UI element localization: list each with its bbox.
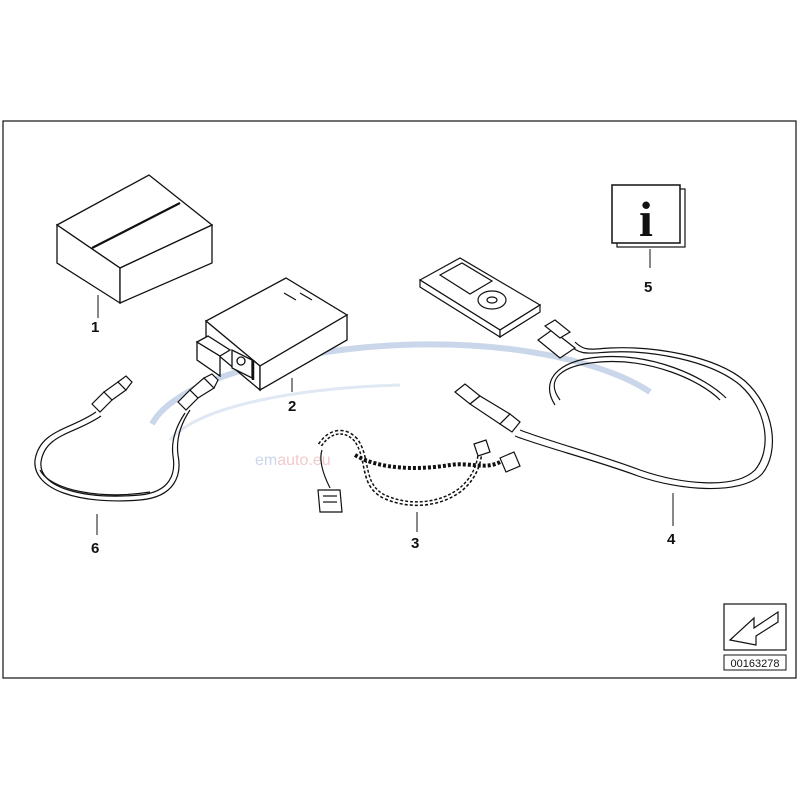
- watermark-text-blue: em: [255, 452, 277, 469]
- watermark-text: emauto.eu: [255, 452, 331, 469]
- watermark-text-red: auto.eu: [277, 452, 330, 469]
- arrow-icon: [723, 603, 787, 651]
- part-label-1: 1: [91, 319, 99, 336]
- info-icon: i: [639, 191, 653, 247]
- part-1-package-box[interactable]: [55, 174, 214, 318]
- part-label-2: 2: [288, 398, 296, 415]
- part-label-3: 3: [411, 535, 419, 552]
- ipod-device: [418, 257, 542, 339]
- part-5-info-booklet[interactable]: i: [611, 184, 686, 268]
- part-3-wiring-harness[interactable]: [317, 429, 521, 532]
- part-6-usb-cable[interactable]: [34, 373, 219, 535]
- part-label-5: 5: [644, 279, 652, 296]
- part-label-4: 4: [667, 531, 676, 548]
- part-4-dock-cable[interactable]: [454, 319, 774, 526]
- part-label-6: 6: [91, 540, 99, 557]
- part-2-interface-module[interactable]: [195, 277, 349, 392]
- diagram-number-box: [723, 654, 787, 671]
- diagram-number: 00163278: [731, 658, 780, 670]
